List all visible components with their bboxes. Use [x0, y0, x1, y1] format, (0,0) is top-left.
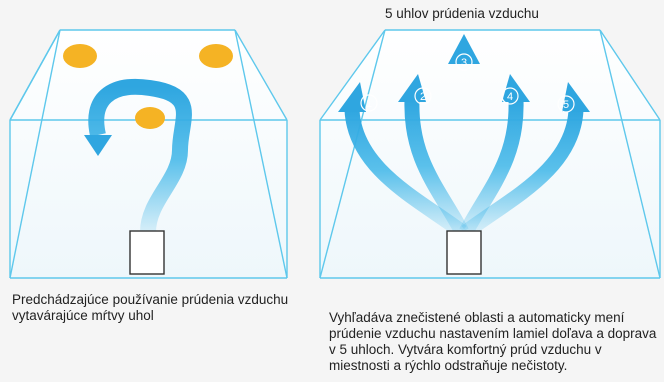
dust-spot-center — [135, 107, 165, 129]
arrow-head-3 — [448, 34, 480, 64]
angle-number-5: 5 — [563, 99, 569, 111]
swirl-arrow-head — [84, 135, 112, 156]
arrow-head-1 — [338, 82, 366, 112]
right-diagram-title: 5 uhlov prúdenia vzduchu — [385, 6, 539, 21]
angle-number-4: 4 — [507, 91, 513, 103]
arrow-head-5 — [562, 82, 590, 112]
swirl-airflow-arrow — [88, 78, 192, 233]
air-purifier-left — [129, 230, 165, 275]
arrow-head-4 — [502, 74, 530, 102]
angle-number-3: 3 — [461, 57, 467, 69]
arrow-head-2 — [398, 74, 426, 102]
angle-number-2: 2 — [420, 91, 426, 103]
airflow-arrow-1 — [344, 109, 467, 238]
dust-spot-left — [63, 44, 97, 68]
left-room — [9, 29, 288, 279]
air-purifier-right — [446, 230, 482, 275]
left-caption: Predchádzajúce používanie prúdenia vzduc… — [12, 292, 289, 323]
angle-number-markers: 1 2 3 4 5 — [360, 53, 575, 113]
right-caption: Vyhľadáva znečistené oblasti a automatic… — [329, 310, 657, 373]
airflow-arrow-2 — [404, 99, 469, 236]
dust-spot-right — [199, 44, 233, 68]
airflow-arrow-5 — [461, 109, 584, 238]
right-room: 1 2 3 4 5 — [319, 29, 661, 279]
angle-number-1: 1 — [366, 98, 372, 110]
